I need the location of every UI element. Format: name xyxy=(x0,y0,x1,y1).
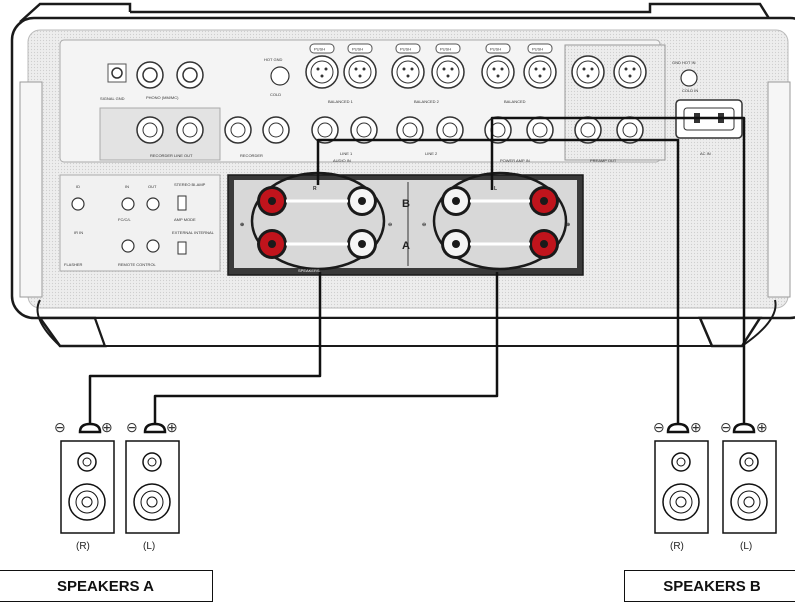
terminal-a-r-minus xyxy=(347,229,377,259)
plus-symbol-icon: ⊕ xyxy=(101,419,113,435)
push-label: PUSH xyxy=(314,47,325,52)
push-label: PUSH xyxy=(400,47,411,52)
power-amp-in-label: POWER AMP IN xyxy=(500,158,530,163)
bank-b-label: B xyxy=(402,198,410,210)
channel-l-label: L xyxy=(494,186,497,192)
amp-mode-switch xyxy=(177,195,187,211)
speaker-a-left: ⊖ ⊕ xyxy=(125,419,180,534)
plus-symbol-icon: ⊕ xyxy=(166,419,178,435)
minus-symbol-icon: ⊖ xyxy=(54,419,66,435)
signal-gnd-terminal xyxy=(107,63,127,83)
terminal-b-l-plus xyxy=(529,186,559,216)
speaker-a-right: ⊖ ⊕ xyxy=(54,419,115,534)
speaker-b-left-label: (L) xyxy=(740,541,753,552)
stereo-biamp-label: STEREO BI-AMP xyxy=(174,182,206,187)
rca-jack-row xyxy=(136,116,644,144)
cold-in-label: COLD IN xyxy=(682,88,698,93)
terminal-a-l-plus xyxy=(529,229,559,259)
plus-symbol-icon: ⊕ xyxy=(756,419,768,435)
ir-in-label: IR IN xyxy=(74,230,83,235)
push-label: PUSH xyxy=(490,47,501,52)
audio-in-label: AUDIO IN xyxy=(333,158,351,163)
terminal-a-l-minus xyxy=(441,229,471,259)
ac-in-label: AC IN xyxy=(700,151,711,156)
terminal-b-l-minus xyxy=(441,186,471,216)
fcc-label: FC/C/L xyxy=(118,217,131,222)
amp-mode-label: AMP MODE xyxy=(174,217,196,222)
minus-symbol-icon: ⊖ xyxy=(126,419,138,435)
plus-symbol-icon: ⊕ xyxy=(690,419,702,435)
balanced-xlr-jacks xyxy=(305,55,647,89)
speaker-terminal-panel: R L B A ⊕ ⊖ ⊖ ⊕ SPEAKERS xyxy=(227,171,584,276)
preamp-out-label: PREAMP OUT xyxy=(590,158,617,163)
push-label: PUSH xyxy=(440,47,451,52)
minus-symbol-icon: ⊖ xyxy=(653,419,665,435)
terminal-b-r-plus xyxy=(257,186,287,216)
signal-gnd-label: SIGNAL GND xyxy=(100,96,125,101)
push-label: PUSH xyxy=(532,47,543,52)
amplifier-rear-panel: SIGNAL GND PHONO (MM/MC) HOT GND COLD PU… xyxy=(10,2,795,348)
speaker-b-left: ⊖ ⊕ xyxy=(720,419,777,534)
speakers-a-title: SPEAKERS A xyxy=(0,570,213,602)
line1-label: LINE 1 xyxy=(340,151,353,156)
ground-symbol-icon xyxy=(270,66,290,86)
speakers-terminal-label: SPEAKERS xyxy=(298,268,320,273)
plus-symbol-icon: ⊕ xyxy=(566,222,570,228)
cable-b-left xyxy=(490,116,746,425)
speaker-b-right-label: (R) xyxy=(670,541,684,552)
remote-mode-switch xyxy=(177,241,187,255)
fcc-out-jack xyxy=(146,197,160,211)
push-tabs: PUSH PUSH PUSH PUSH PUSH PUSH xyxy=(309,43,553,54)
id-jack xyxy=(71,197,85,211)
minus-symbol-icon: ⊖ xyxy=(720,419,732,435)
push-label: PUSH xyxy=(352,47,363,52)
speaker-a-right-label: (R) xyxy=(76,541,90,552)
speakers-b-title: SPEAKERS B xyxy=(624,570,795,602)
in-label: IN xyxy=(125,184,129,189)
bank-a-label: A xyxy=(402,240,410,252)
id-label: ID xyxy=(76,184,80,189)
remote-in-jack xyxy=(121,239,135,253)
minus-symbol-icon: ⊖ xyxy=(422,222,426,228)
recorder-line-out-label: RECORDER LINE OUT xyxy=(150,153,193,158)
remote-control-label: REMOTE CONTROL xyxy=(118,262,157,267)
balanced2-label: BALANCED 2 xyxy=(414,99,440,104)
speaker-a-left-label: (L) xyxy=(143,541,156,552)
balanced-label: BALANCED xyxy=(504,99,526,104)
external-internal-label: EXTERNAL INTERNAL xyxy=(172,230,215,235)
minus-symbol-icon: ⊖ xyxy=(388,222,392,228)
plus-symbol-icon: ⊕ xyxy=(240,222,244,228)
speaker-cables xyxy=(88,116,746,425)
line2-label: LINE 2 xyxy=(425,151,438,156)
cable-b-right xyxy=(316,138,680,425)
gnd-hot-in-label: GND HOT IN xyxy=(672,60,696,65)
remote-out-jack xyxy=(146,239,160,253)
channel-r-label: R xyxy=(313,186,317,192)
balanced1-label: BALANCED 1 xyxy=(328,99,354,104)
flasher-label: FLASHER xyxy=(64,262,83,267)
phono-label: PHONO (MM/MC) xyxy=(146,95,179,100)
cable-a-left xyxy=(153,272,499,425)
terminal-a-r-plus xyxy=(257,229,287,259)
hot-gnd-label: HOT GND xyxy=(264,57,282,62)
fcc-in-jack xyxy=(121,197,135,211)
cable-a-right xyxy=(88,272,322,425)
ground-symbol-icon xyxy=(680,69,698,87)
phono-jacks xyxy=(136,61,204,89)
speaker-b-right: ⊖ ⊕ xyxy=(653,419,709,534)
out-label: OUT xyxy=(148,184,157,189)
terminal-b-r-minus xyxy=(347,186,377,216)
recorder-label: RECORDER xyxy=(240,153,263,158)
cold-label: COLD xyxy=(270,92,281,97)
